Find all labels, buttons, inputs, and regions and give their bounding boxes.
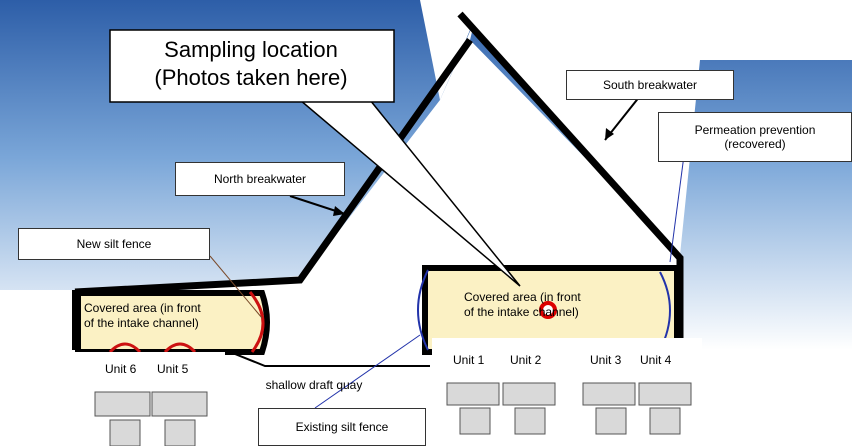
callout-text: Sampling location (Photos taken here)	[118, 36, 384, 92]
covered-area-right-line-2: of the intake channel)	[464, 305, 579, 319]
covered-area-left-line-1: Covered area (in front	[84, 301, 201, 315]
new-silt-fence-text: New silt fence	[76, 237, 152, 251]
north-breakwater-label: North breakwater	[175, 162, 345, 196]
permeation-line-2: (recovered)	[724, 137, 786, 151]
north-breakwater-arrowhead	[333, 206, 345, 216]
covered-area-left-label: Covered area (in front of the intake cha…	[84, 301, 254, 331]
unit-buildings	[94, 382, 692, 446]
unit4-label: Unit 4	[640, 353, 672, 367]
intake-openings-left	[108, 342, 197, 354]
unit-plate-left	[70, 352, 225, 388]
north-breakwater-wall	[74, 37, 473, 296]
new-silt-fence-label: New silt fence	[18, 228, 210, 260]
north-breakwater-text: North breakwater	[213, 172, 307, 186]
permeation-prevention-label: Permeation prevention (recovered)	[658, 112, 852, 162]
south-breakwater-arrowhead	[605, 128, 614, 140]
existing-silt-fence-label: Existing silt fence	[258, 408, 426, 446]
sampling-marker	[539, 301, 557, 319]
unit1-label: Unit 1	[453, 353, 485, 367]
unit3-label: Unit 3	[590, 353, 622, 367]
permeation-line-1: Permeation prevention	[694, 123, 816, 137]
unit6-label: Unit 6	[105, 362, 137, 376]
upper-white-region	[0, 0, 852, 255]
existing-silt-fence-text: Existing silt fence	[295, 420, 389, 434]
south-breakwater-text: South breakwater	[602, 78, 698, 92]
shallow-draft-quay-text: shallow draft quay	[265, 378, 363, 392]
callout-line-1: Sampling location	[164, 37, 338, 62]
shallow-draft-quay-label: shallow draft quay	[244, 378, 384, 393]
new-silt-fence-pointer	[209, 255, 263, 319]
callout-box	[109, 29, 395, 103]
south-breakwater-label: South breakwater	[566, 70, 734, 100]
callout-line-2: (Photos taken here)	[154, 65, 348, 90]
unit2-label: Unit 2	[510, 353, 542, 367]
existing-silt-fence-pointer	[314, 334, 421, 409]
covered-area-right-label: Covered area (in front of the intake cha…	[464, 290, 634, 320]
new-silt-fence-line	[248, 291, 265, 353]
unit-plate-right	[432, 338, 702, 382]
unit5-label: Unit 5	[157, 362, 189, 376]
covered-area-right-line-1: Covered area (in front	[464, 290, 581, 304]
covered-area-left-line-2: of the intake channel)	[84, 316, 199, 330]
covered-area-left-shape	[75, 290, 270, 355]
existing-silt-fence-line	[417, 269, 429, 351]
